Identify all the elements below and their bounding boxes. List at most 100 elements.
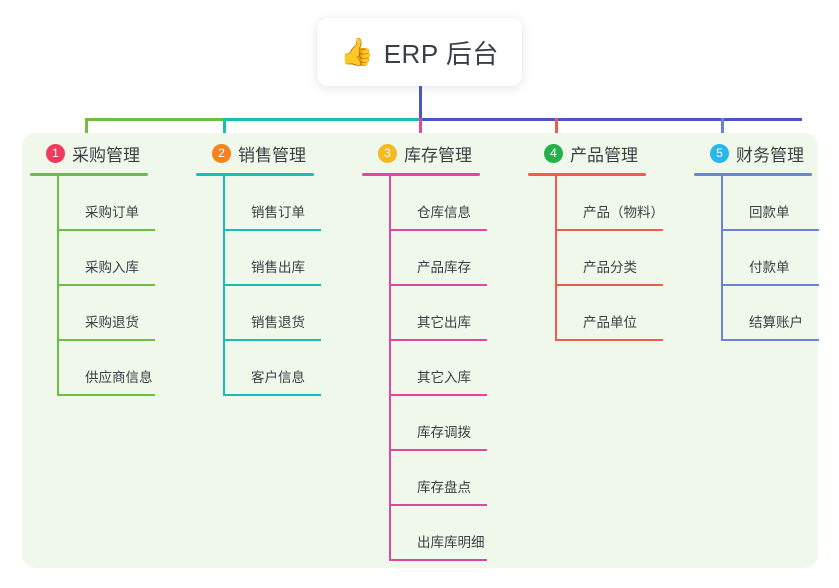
leaf-label: 仓库信息 — [417, 205, 471, 220]
leaf-node[interactable]: 销售订单 — [223, 176, 356, 231]
branch-number-badge: 5 — [710, 143, 729, 163]
leaf-underline — [223, 339, 321, 341]
leaf-node[interactable]: 产品库存 — [389, 231, 522, 286]
branch-header-2[interactable]: 2 销售管理 — [196, 140, 356, 166]
leaf-underline — [389, 559, 487, 561]
leaf-node[interactable]: 结算账户 — [721, 286, 839, 341]
leaf-node[interactable]: 销售退货 — [223, 286, 356, 341]
root-stem-line — [419, 86, 422, 121]
leaf-node[interactable]: 其它出库 — [389, 286, 522, 341]
branch-spine — [223, 176, 225, 396]
leaf-underline — [721, 229, 819, 231]
leaf-node[interactable]: 出库库明细 — [389, 506, 522, 561]
leaf-label: 销售出库 — [251, 260, 305, 275]
leaf-node[interactable]: 采购退货 — [57, 286, 190, 341]
branch-number-badge: 2 — [212, 143, 231, 163]
leaf-node[interactable]: 采购入库 — [57, 231, 190, 286]
leaf-underline — [555, 284, 663, 286]
branch-column-3: 3 库存管理仓库信息产品库存其它出库其它入库库存调拨库存盘点出库库明细 — [362, 140, 522, 561]
leaf-label: 其它入库 — [417, 370, 471, 385]
branch-column-2: 2 销售管理销售订单销售出库销售退货客户信息 — [196, 140, 356, 396]
branch-underline — [694, 173, 812, 176]
thumbs-up-icon: 👍 — [340, 36, 374, 67]
branch-leaf-list: 仓库信息产品库存其它出库其它入库库存调拨库存盘点出库库明细 — [389, 176, 522, 561]
leaf-node[interactable]: 产品单位 — [555, 286, 698, 341]
leaf-underline — [223, 284, 321, 286]
leaf-label: 采购订单 — [85, 205, 139, 220]
branch-leaf-list: 采购订单采购入库采购退货供应商信息 — [57, 176, 190, 396]
branch-spine — [555, 176, 557, 341]
trunk-segment-1 — [85, 118, 223, 121]
leaf-label: 供应商信息 — [85, 370, 153, 385]
leaf-node[interactable]: 库存调拨 — [389, 396, 522, 451]
leaf-label: 产品（物料） — [583, 205, 664, 220]
branch-title: 产品管理 — [570, 145, 638, 165]
leaf-underline — [389, 449, 487, 451]
leaf-underline — [389, 339, 487, 341]
branch-header-3[interactable]: 3 库存管理 — [362, 140, 522, 166]
leaf-node[interactable]: 销售出库 — [223, 231, 356, 286]
branch-header-4[interactable]: 4 产品管理 — [528, 140, 698, 166]
leaf-label: 销售退货 — [251, 315, 305, 330]
branch-column-4: 4 产品管理产品（物料） 产品分类产品单位 — [528, 140, 698, 341]
leaf-underline — [57, 229, 155, 231]
leaf-node[interactable]: 产品分类 — [555, 231, 698, 286]
leaf-label: 产品单位 — [583, 315, 637, 330]
leaf-label: 产品分类 — [583, 260, 637, 275]
trunk-segment-2 — [223, 118, 419, 121]
leaf-underline — [555, 339, 663, 341]
leaf-label: 回款单 — [749, 205, 790, 220]
branch-title: 财务管理 — [736, 145, 804, 165]
leaf-underline — [57, 339, 155, 341]
leaf-underline — [389, 504, 487, 506]
branch-header-5[interactable]: 5 财务管理 — [694, 140, 839, 166]
leaf-label: 库存调拨 — [417, 425, 471, 440]
leaf-underline — [223, 394, 321, 396]
leaf-underline — [57, 394, 155, 396]
leaf-node[interactable]: 供应商信息 — [57, 341, 190, 396]
leaf-node[interactable]: 仓库信息 — [389, 176, 522, 231]
leaf-node[interactable]: 库存盘点 — [389, 451, 522, 506]
leaf-label: 其它出库 — [417, 315, 471, 330]
branch-underline — [362, 173, 480, 176]
leaf-node[interactable]: 采购订单 — [57, 176, 190, 231]
leaf-label: 产品库存 — [417, 260, 471, 275]
leaf-label: 库存盘点 — [417, 480, 471, 495]
branch-title: 采购管理 — [72, 145, 140, 165]
branch-number-badge: 4 — [544, 143, 563, 163]
leaf-node[interactable]: 客户信息 — [223, 341, 356, 396]
leaf-underline — [555, 229, 663, 231]
leaf-label: 出库库明细 — [417, 535, 485, 550]
leaf-underline — [721, 284, 819, 286]
leaf-underline — [389, 229, 487, 231]
branch-column-5: 5 财务管理回款单付款单结算账户 — [694, 140, 839, 341]
root-title: ERP 后台 — [383, 38, 499, 69]
leaf-label: 客户信息 — [251, 370, 305, 385]
leaf-underline — [721, 339, 819, 341]
leaf-node[interactable]: 付款单 — [721, 231, 839, 286]
leaf-underline — [57, 284, 155, 286]
leaf-node[interactable]: 回款单 — [721, 176, 839, 231]
trunk-segment-3 — [419, 118, 802, 121]
leaf-label: 付款单 — [749, 260, 790, 275]
branches-panel — [22, 133, 818, 568]
branch-title: 销售管理 — [238, 145, 306, 165]
branch-leaf-list: 产品（物料） 产品分类产品单位 — [555, 176, 698, 341]
branch-number-badge: 3 — [378, 143, 397, 163]
branch-underline — [528, 173, 646, 176]
branch-title: 库存管理 — [404, 145, 472, 165]
root-node[interactable]: 👍 ERP 后台 — [317, 18, 522, 86]
branch-leaf-list: 销售订单销售出库销售退货客户信息 — [223, 176, 356, 396]
leaf-label: 采购入库 — [85, 260, 139, 275]
leaf-underline — [389, 284, 487, 286]
branch-spine — [57, 176, 59, 396]
leaf-node[interactable]: 产品（物料） — [555, 176, 698, 231]
leaf-node[interactable]: 其它入库 — [389, 341, 522, 396]
branch-underline — [30, 173, 148, 176]
leaf-underline — [389, 394, 487, 396]
branch-spine — [721, 176, 723, 341]
leaf-label: 销售订单 — [251, 205, 305, 220]
branch-leaf-list: 回款单付款单结算账户 — [721, 176, 839, 341]
